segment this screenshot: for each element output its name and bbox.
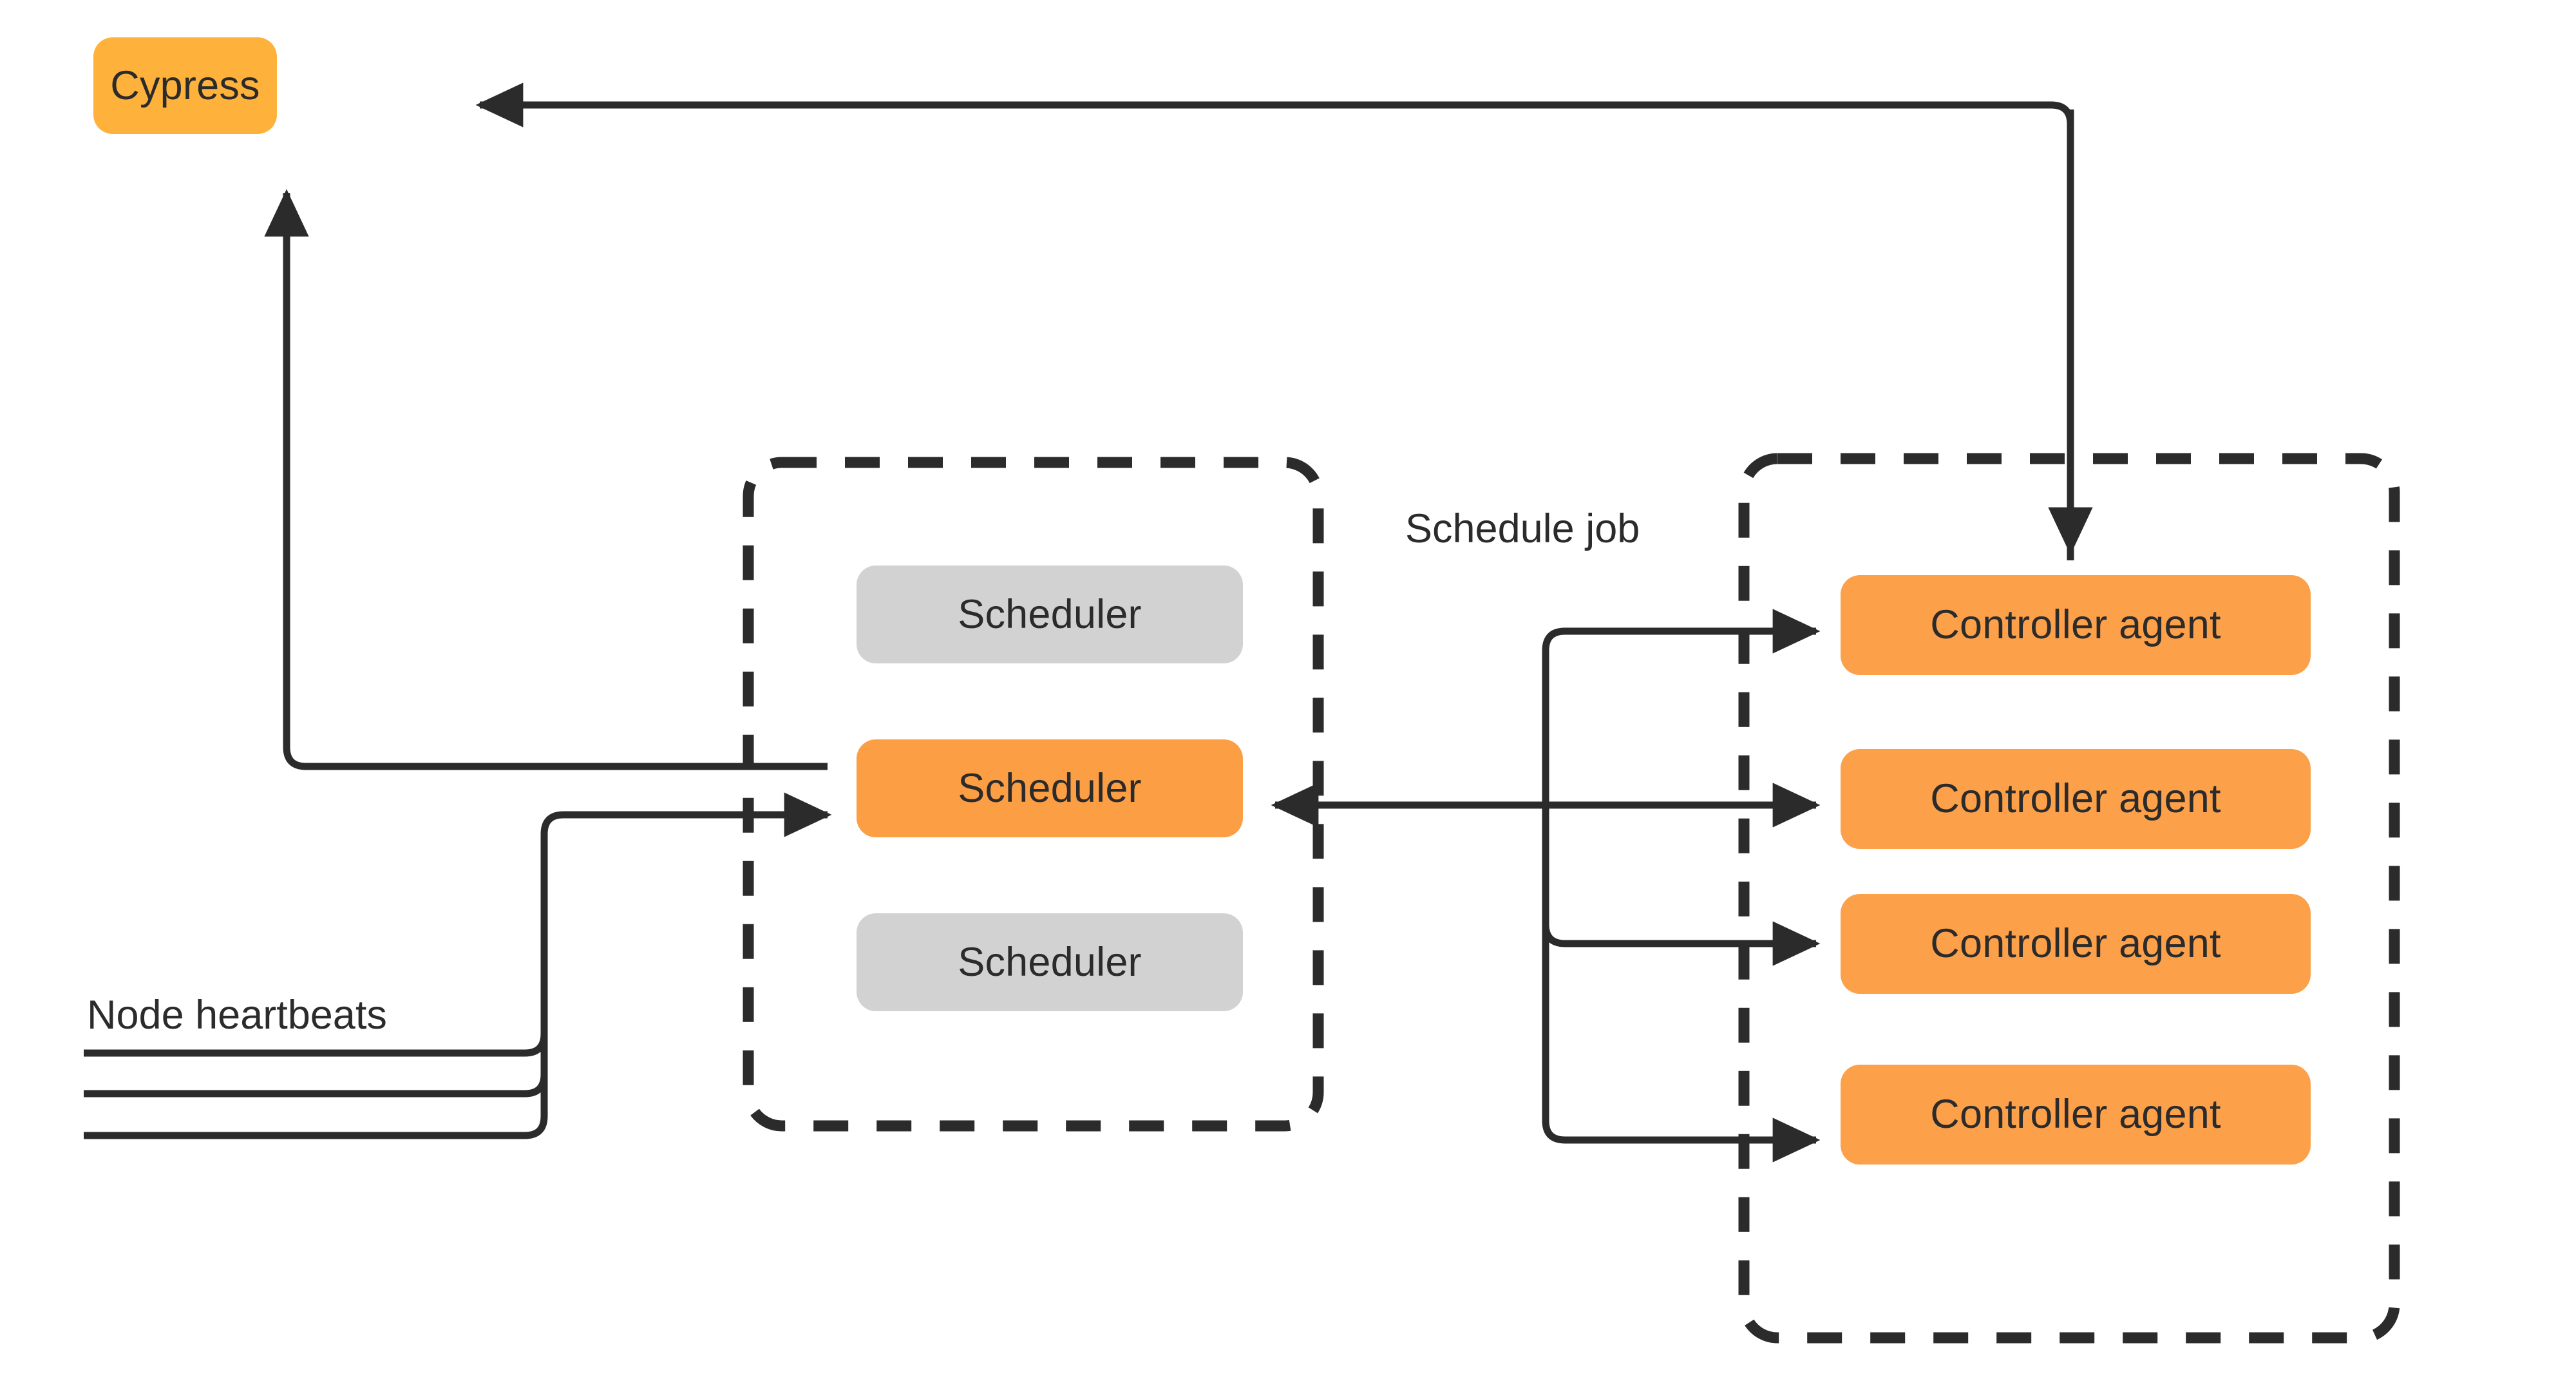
node-scheduler-1[interactable]: Scheduler <box>857 566 1243 663</box>
edge-label-node-heartbeats: Node heartbeats <box>87 993 387 1038</box>
node-scheduler-2[interactable]: Scheduler <box>857 739 1243 837</box>
node-scheduler-2-label: Scheduler <box>958 765 1142 811</box>
edge-scheduler-to-cypress <box>264 189 828 770</box>
node-controller-agent-2[interactable]: Controller agent <box>1841 749 2311 849</box>
edge-heartbeat-3 <box>84 1074 548 1139</box>
node-controller-agent-1[interactable]: Controller agent <box>1841 575 2311 675</box>
edge-fanout-to-controller-4 <box>1542 805 1821 1163</box>
node-cypress[interactable]: Cypress <box>93 37 277 134</box>
node-controller-agent-1-label: Controller agent <box>1930 602 2221 647</box>
node-controller-agent-4-label: Controller agent <box>1930 1092 2221 1137</box>
node-controller-agent-4[interactable]: Controller agent <box>1841 1065 2311 1165</box>
node-scheduler-3-label: Scheduler <box>958 939 1142 985</box>
edge-fanout-to-controller-1 <box>1542 609 1821 805</box>
node-scheduler-1-label: Scheduler <box>958 591 1142 637</box>
node-controller-agent-2-label: Controller agent <box>1930 776 2221 821</box>
edge-label-schedule-job: Schedule job <box>1405 506 1640 551</box>
edge-heartbeat-2 <box>84 1034 548 1098</box>
controller-group-boundary <box>1738 453 2400 1344</box>
node-cypress-label: Cypress <box>110 62 260 108</box>
node-controller-agent-3-label: Controller agent <box>1930 921 2221 966</box>
node-scheduler-3[interactable]: Scheduler <box>857 913 1243 1011</box>
edge-fanout-to-controller-3 <box>1542 805 1821 966</box>
edge-heartbeat-trunk-to-scheduler <box>540 792 832 837</box>
edge-controller-to-cypress <box>475 82 2074 560</box>
node-controller-agent-3[interactable]: Controller agent <box>1841 894 2311 994</box>
